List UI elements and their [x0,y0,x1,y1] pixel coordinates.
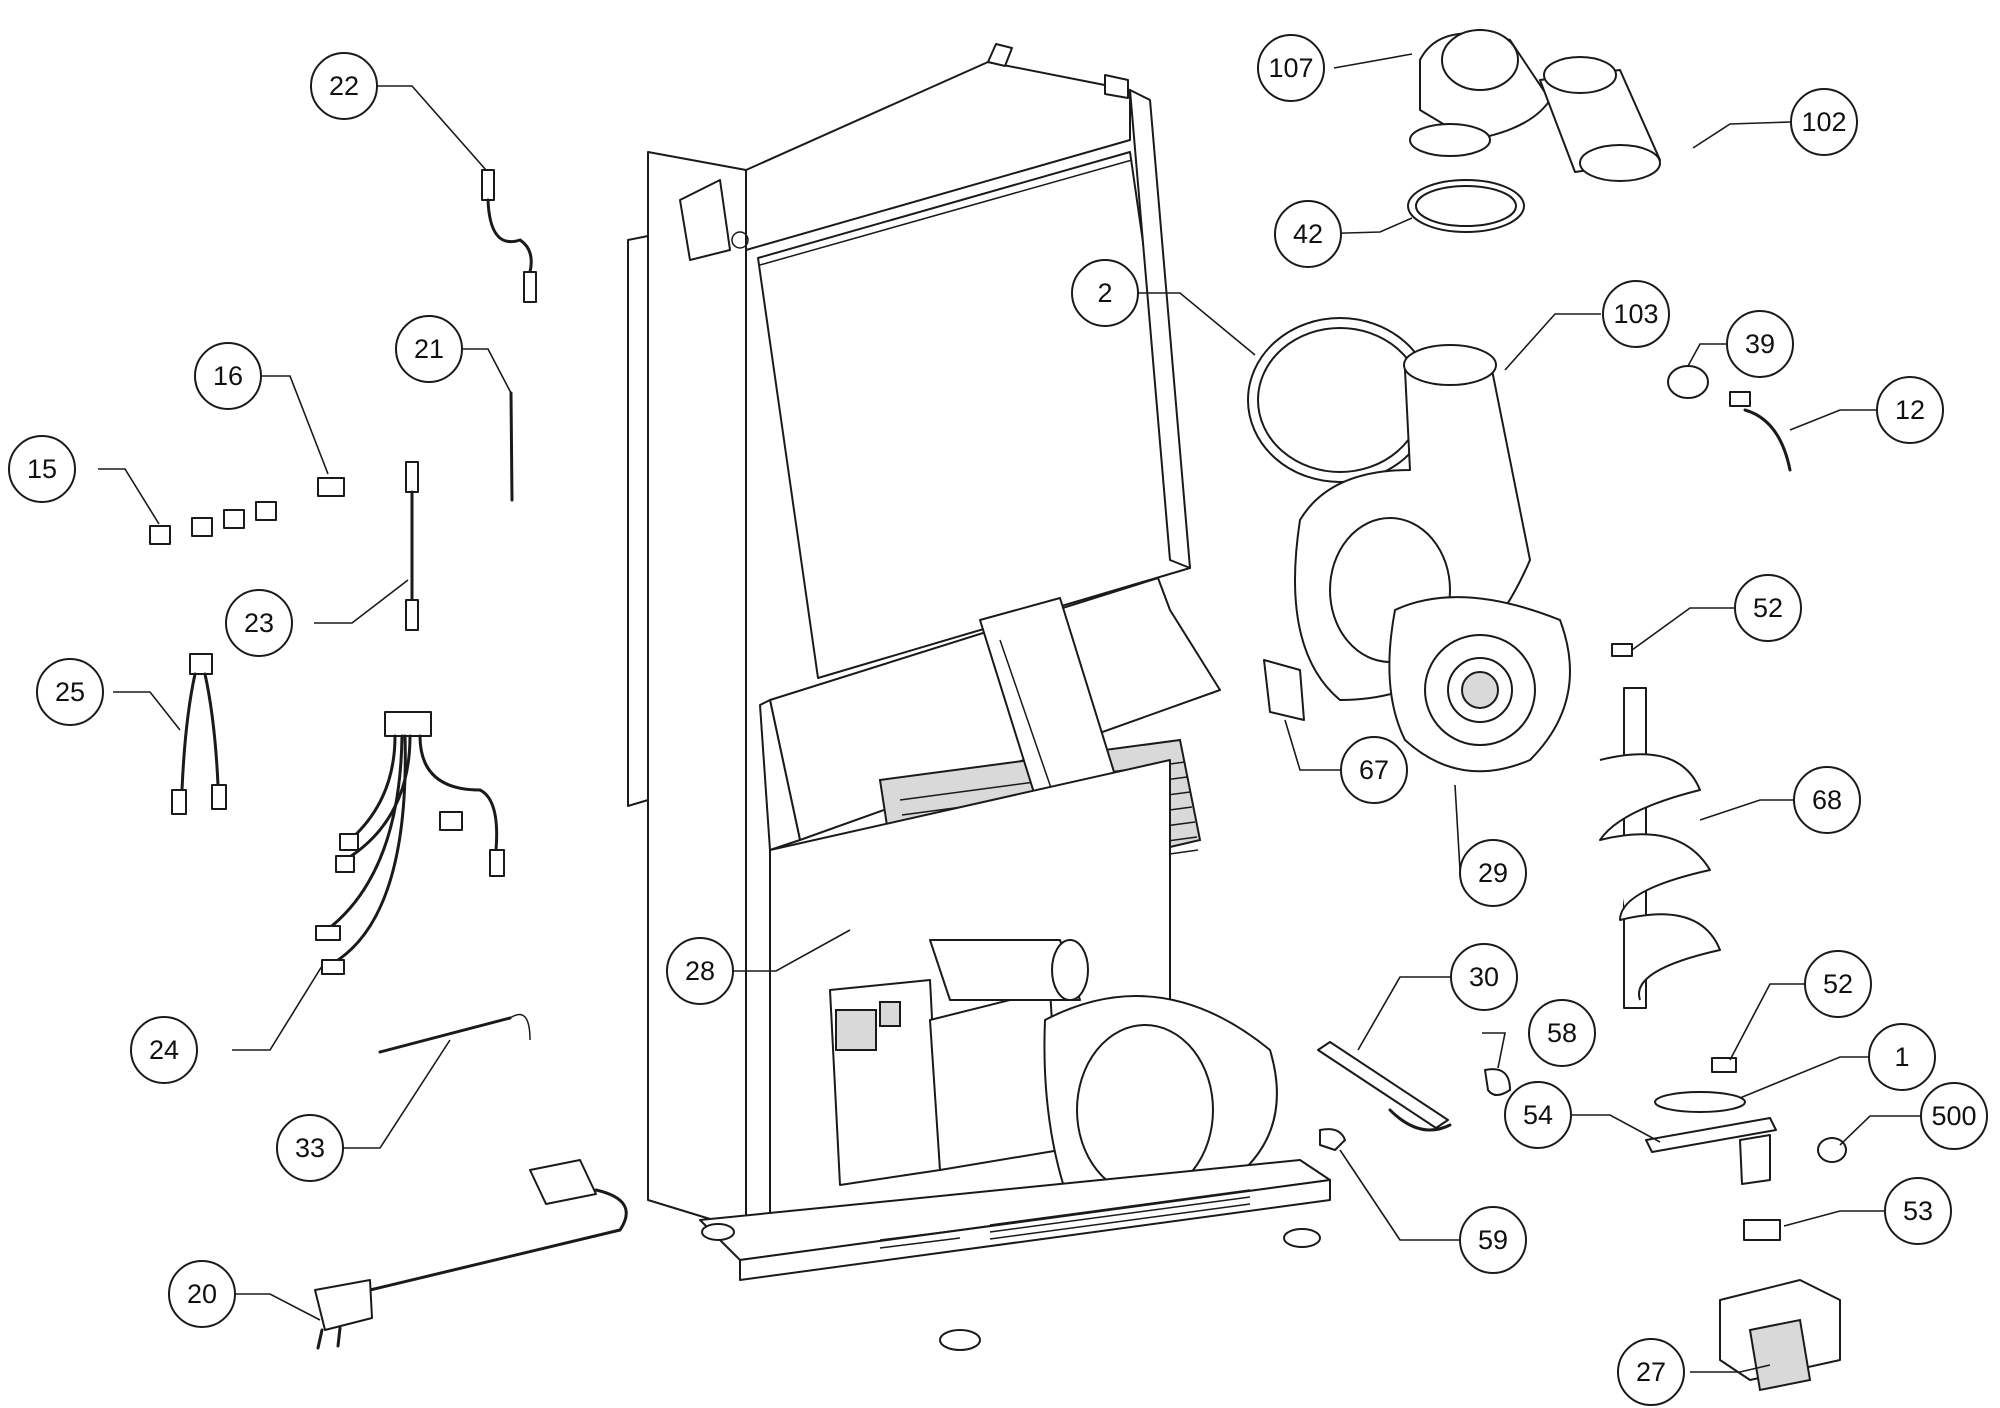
elbow-pipe [1409,29,1551,157]
cable-25 [171,653,227,815]
igniter-rod [1317,1041,1452,1132]
callout-58: 58 [1528,999,1596,1067]
mounting-plate [1645,1117,1777,1153]
callout-15: 15 [8,435,76,503]
svg-text:53: 53 [1903,1196,1933,1226]
callout-27: 27 [1617,1338,1685,1406]
callout-1: 1 [1868,1023,1936,1091]
bushing-bottom [1711,1057,1737,1073]
svg-text:500: 500 [1931,1101,1976,1131]
smoke-fan-motor [1388,596,1571,773]
callout-2: 2 [1071,259,1139,327]
callout-12: 12 [1876,376,1944,444]
svg-text:16: 16 [213,361,243,391]
svg-text:33: 33 [295,1133,325,1163]
callout-16: 16 [194,342,262,410]
callout-28: 28 [666,937,734,1005]
cable-22 [481,169,537,303]
svg-text:24: 24 [149,1035,179,1065]
svg-text:58: 58 [1547,1018,1577,1048]
ring-gasket [1407,179,1525,233]
callout-54: 54 [1504,1081,1572,1149]
mounting-bracket [1739,1134,1771,1185]
svg-text:54: 54 [1523,1100,1553,1130]
gasket-plate [1654,1091,1746,1113]
base-vent-slots [879,1189,1251,1249]
svg-text:30: 30 [1469,962,1499,992]
svg-text:27: 27 [1636,1357,1666,1387]
knob [1817,1137,1847,1163]
callout-59: 59 [1459,1206,1527,1274]
connector-set-15 [149,501,277,545]
callout-500: 500 [1920,1082,1988,1150]
sensor-wire [1729,391,1792,472]
wiring-harness-24 [315,711,505,975]
leader-lines [98,53,1926,1373]
callout-52-top: 52 [1734,574,1802,642]
callout-24: 24 [130,1016,198,1084]
svg-text:28: 28 [685,956,715,986]
callout-30: 30 [1450,943,1518,1011]
callout-107: 107 [1257,34,1325,102]
callout-102: 102 [1790,88,1858,156]
callout-67: 67 [1340,736,1408,804]
callout-42: 42 [1274,200,1342,268]
svg-text:23: 23 [244,608,274,638]
svg-text:59: 59 [1478,1225,1508,1255]
svg-text:21: 21 [414,334,444,364]
power-cord-20 [314,1159,628,1350]
svg-text:1: 1 [1894,1042,1909,1072]
round-sensor [1667,365,1709,399]
svg-text:67: 67 [1359,755,1389,785]
svg-text:25: 25 [55,677,85,707]
connector-16 [317,477,345,497]
auger [1599,687,1721,1009]
callout-33: 33 [276,1114,344,1182]
coupling [1743,1219,1781,1241]
cable-23 [405,461,419,631]
svg-text:29: 29 [1478,858,1508,888]
bushing-top [1611,643,1633,657]
callout-53: 53 [1884,1177,1952,1245]
bottom-clip [1319,1128,1346,1151]
callout-21: 21 [395,315,463,383]
callout-25: 25 [36,658,104,726]
probe-33 [378,1013,531,1054]
svg-text:12: 12 [1895,395,1925,425]
callout-23: 23 [225,589,293,657]
svg-text:2: 2 [1097,278,1112,308]
svg-text:42: 42 [1293,219,1323,249]
fan-gasket [1247,317,1433,483]
bracket [1263,659,1305,721]
callout-103: 103 [1602,280,1670,348]
straight-pipe [1539,56,1661,182]
svg-text:22: 22 [329,71,359,101]
svg-text:39: 39 [1745,329,1775,359]
stove-chassis [627,43,1331,1351]
svg-text:52: 52 [1753,593,1783,623]
svg-text:68: 68 [1812,785,1842,815]
svg-text:20: 20 [187,1279,217,1309]
svg-text:15: 15 [27,454,57,484]
callout-20: 20 [168,1260,236,1328]
svg-text:102: 102 [1801,107,1846,137]
svg-text:107: 107 [1268,53,1313,83]
callout-29: 29 [1459,839,1527,907]
clip [1484,1068,1511,1096]
gear-motor [1719,1279,1841,1392]
callout-22: 22 [310,52,378,120]
rod-21 [509,391,514,502]
callout-68: 68 [1793,766,1861,834]
callout-52-bottom: 52 [1804,950,1872,1018]
svg-text:52: 52 [1823,969,1853,999]
svg-text:103: 103 [1613,299,1658,329]
callout-39: 39 [1726,310,1794,378]
